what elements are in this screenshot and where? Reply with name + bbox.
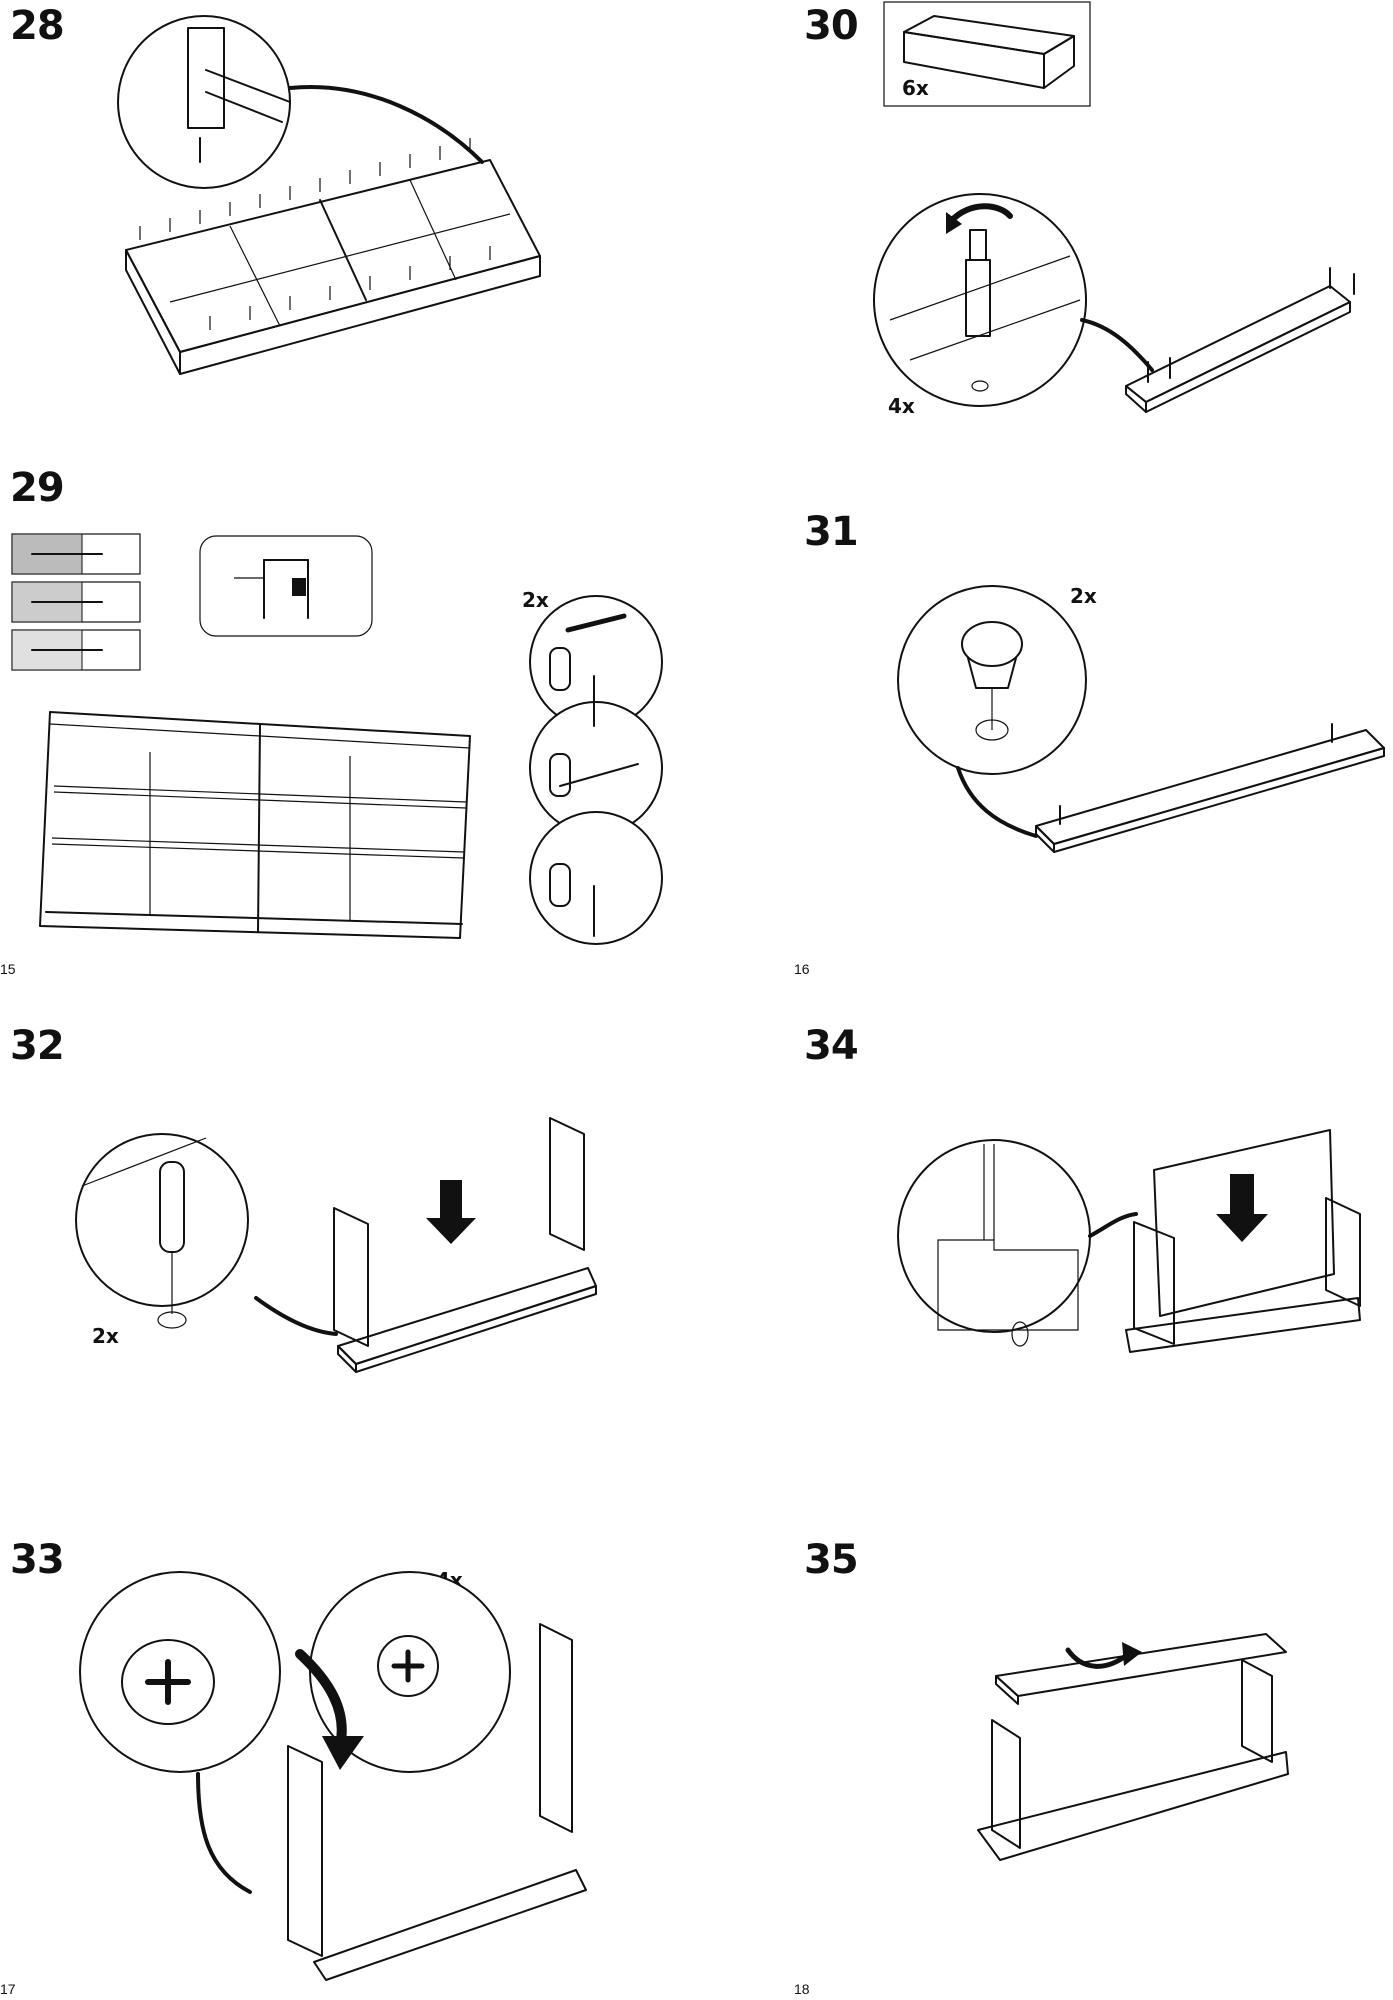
step-30-illustration bbox=[873, 193, 1355, 413]
step-35-illustration bbox=[977, 1633, 1289, 1861]
detail-circle-plug bbox=[897, 585, 1087, 775]
drawer-reference-box bbox=[883, 1, 1091, 107]
step-32-illustration bbox=[75, 1117, 597, 1373]
drawer-chest-illustration bbox=[39, 711, 471, 939]
step-34-illustration bbox=[897, 1129, 1361, 1353]
step-number-28: 28 bbox=[10, 3, 65, 49]
step-31-illustration bbox=[897, 585, 1385, 853]
step-number-29: 29 bbox=[10, 465, 65, 511]
page-number-17: 17 bbox=[0, 1981, 16, 1997]
step-33-illustration bbox=[79, 1571, 587, 1981]
step-number-30: 30 bbox=[804, 3, 859, 49]
dowel-quantity-label: 2x bbox=[92, 1324, 119, 1348]
page-number-18: 18 bbox=[794, 1981, 810, 1997]
detail-circle-nail bbox=[117, 15, 291, 189]
wall-fixing-detail bbox=[199, 535, 373, 637]
drawer-quantity-label: 6x bbox=[902, 76, 929, 100]
step-number-34: 34 bbox=[804, 1023, 859, 1069]
detail-circle-dowel bbox=[75, 1133, 249, 1307]
screw-quantity-label: 4x bbox=[888, 394, 915, 418]
detail-circle-cam-lock bbox=[79, 1571, 281, 1773]
fitting-quantity-label: 2x bbox=[522, 588, 549, 612]
wall-type-panels bbox=[11, 533, 141, 671]
page-number-16: 16 bbox=[794, 961, 810, 977]
page-number-15: 15 bbox=[0, 961, 16, 977]
detail-circle-screw bbox=[873, 193, 1087, 407]
step-28-illustration bbox=[117, 15, 541, 375]
fitting-detail-circles bbox=[529, 595, 663, 945]
step-number-32: 32 bbox=[10, 1023, 65, 1069]
step-number-31: 31 bbox=[804, 509, 859, 555]
nail-row bbox=[139, 138, 491, 330]
plug-quantity-label: 2x bbox=[1070, 584, 1097, 608]
step-number-35: 35 bbox=[804, 1537, 859, 1583]
detail-circle-fitting-3 bbox=[529, 811, 663, 945]
step-number-33: 33 bbox=[10, 1537, 65, 1583]
